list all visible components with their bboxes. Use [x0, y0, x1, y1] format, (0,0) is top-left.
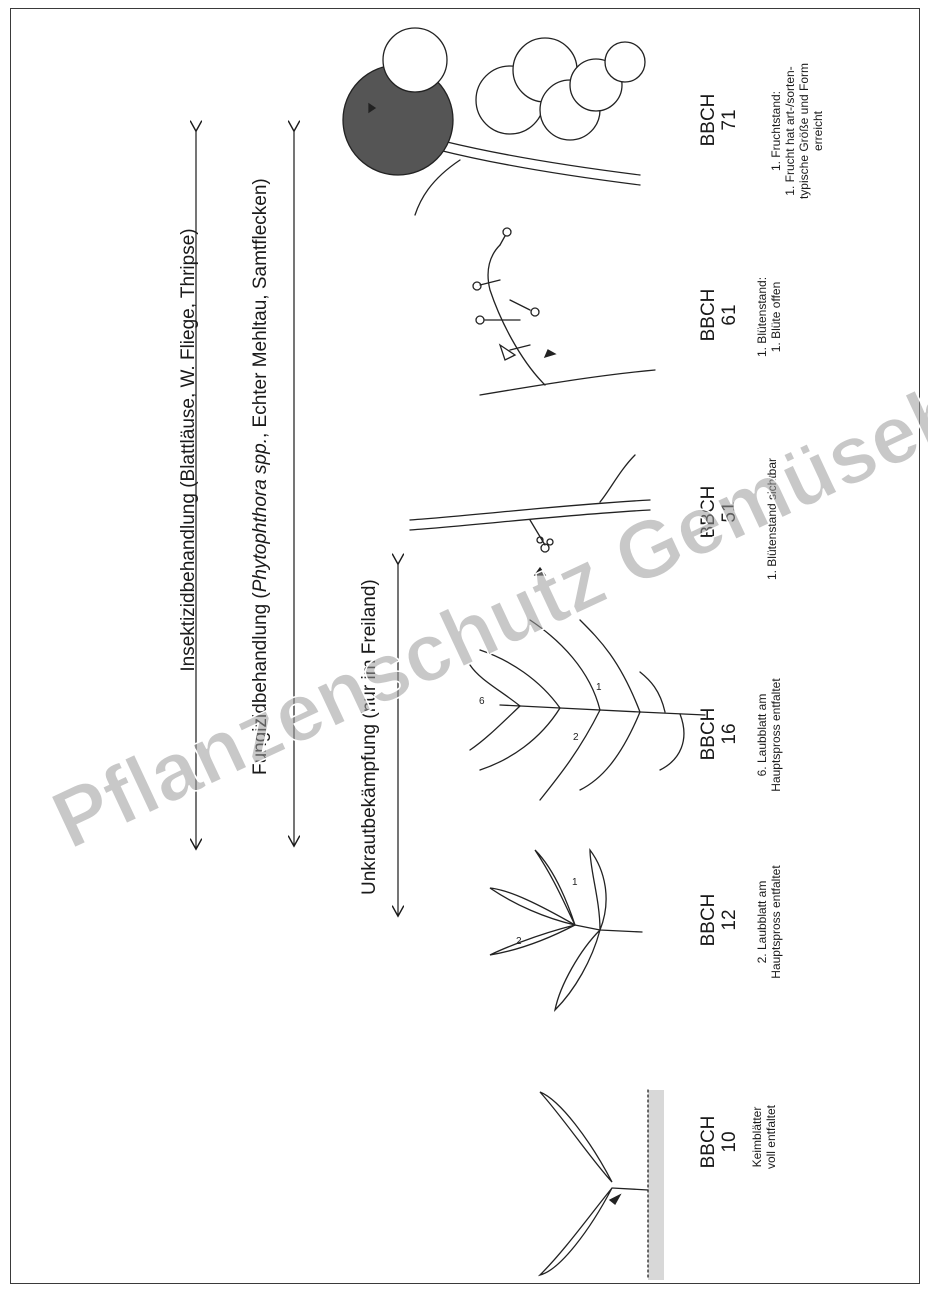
insecticide-label: Insektizidbehandlung (Blattläuse, W. Fli…	[178, 210, 202, 690]
stage-desc-line: 1. Blütenstand sichtbar	[765, 449, 779, 589]
plant-bbch51-drawing	[410, 455, 650, 575]
stage-desc-bbch12: 2. Laubblatt am Hauptspross entfaltet	[755, 857, 785, 987]
stage-code: BBCH	[698, 472, 719, 552]
bbch16-leaf-label-6: 6	[479, 696, 485, 707]
stage-desc-bbch71: 1. Fruchtstand: 1. Frucht hat art-/sorte…	[769, 56, 827, 206]
stage-desc-bbch10: Keimblätter voll entfaltet	[750, 1087, 780, 1187]
stage-desc-line: 6. Laubblatt am	[755, 670, 769, 800]
stage-desc-line: voll entfaltet	[764, 1087, 778, 1187]
fungicide-label-prefix: Fungizidbehandlung (	[250, 592, 271, 775]
stage-desc-line: 1. Blüte offen	[769, 267, 783, 367]
stage-desc-line: Hauptspross entfaltet	[769, 857, 783, 987]
stage-bbch12: BBCH 12	[698, 880, 742, 960]
stage-bbch51: BBCH 51	[698, 472, 742, 552]
stage-number: 12	[719, 880, 740, 960]
stage-code: BBCH	[698, 694, 719, 774]
stage-desc-line: 1. Fruchtstand:	[769, 56, 783, 206]
bbch12-leaf-label-2: 2	[516, 936, 522, 947]
fungicide-label-suffix: , Echter Mehltau, Samtflecken)	[250, 178, 271, 438]
plant-bbch71-drawing	[343, 28, 645, 215]
stage-code: BBCH	[698, 80, 719, 160]
seedling-bbch10-drawing	[540, 1090, 664, 1280]
stage-number: 51	[719, 472, 740, 552]
stage-bbch16: BBCH 16	[698, 694, 742, 774]
stage-code: BBCH	[698, 880, 719, 960]
fungicide-label-pathogen: Phytophthora spp.	[250, 438, 271, 592]
stage-number: 10	[719, 1102, 740, 1182]
stage-desc-line: 2. Laubblatt am	[755, 857, 769, 987]
plant-bbch12-drawing	[490, 850, 642, 1010]
stage-bbch71: BBCH 71	[698, 80, 742, 160]
stage-desc-line: 1. Frucht hat art-/sorten-	[783, 56, 797, 206]
stage-desc-line: Keimblätter	[750, 1087, 764, 1187]
stage-code: BBCH	[698, 1102, 719, 1182]
bbch16-leaf-label-1: 1	[596, 682, 602, 693]
bbch12-leaf-label-1: 1	[572, 877, 578, 888]
stage-desc-bbch61: 1. Blütenstand: 1. Blüte offen	[755, 267, 785, 367]
stage-number: 71	[719, 80, 740, 160]
plant-bbch61-drawing	[473, 228, 655, 395]
stage-number: 16	[719, 694, 740, 774]
stage-code: BBCH	[698, 275, 719, 355]
stage-desc-line: 1. Blütenstand:	[755, 267, 769, 367]
stage-desc-bbch16: 6. Laubblatt am Hauptspross entfaltet	[755, 670, 785, 800]
fungicide-label: Fungizidbehandlung (Phytophthora spp., E…	[250, 205, 274, 775]
plant-bbch16-drawing	[470, 620, 705, 800]
bbch16-leaf-label-2: 2	[573, 732, 579, 743]
stage-desc-line: erreicht	[811, 56, 825, 206]
stage-desc-line: typische Größe und Form	[797, 56, 811, 206]
herbicide-label: Unkrautbekämpfung (nur im Freiland)	[359, 585, 383, 895]
stage-desc-bbch51: 1. Blütenstand sichtbar	[765, 449, 781, 589]
stage-desc-line: Hauptspross entfaltet	[769, 670, 783, 800]
stage-bbch10: BBCH 10	[698, 1102, 742, 1182]
stage-number: 61	[719, 275, 740, 355]
stage-bbch61: BBCH 61	[698, 275, 742, 355]
